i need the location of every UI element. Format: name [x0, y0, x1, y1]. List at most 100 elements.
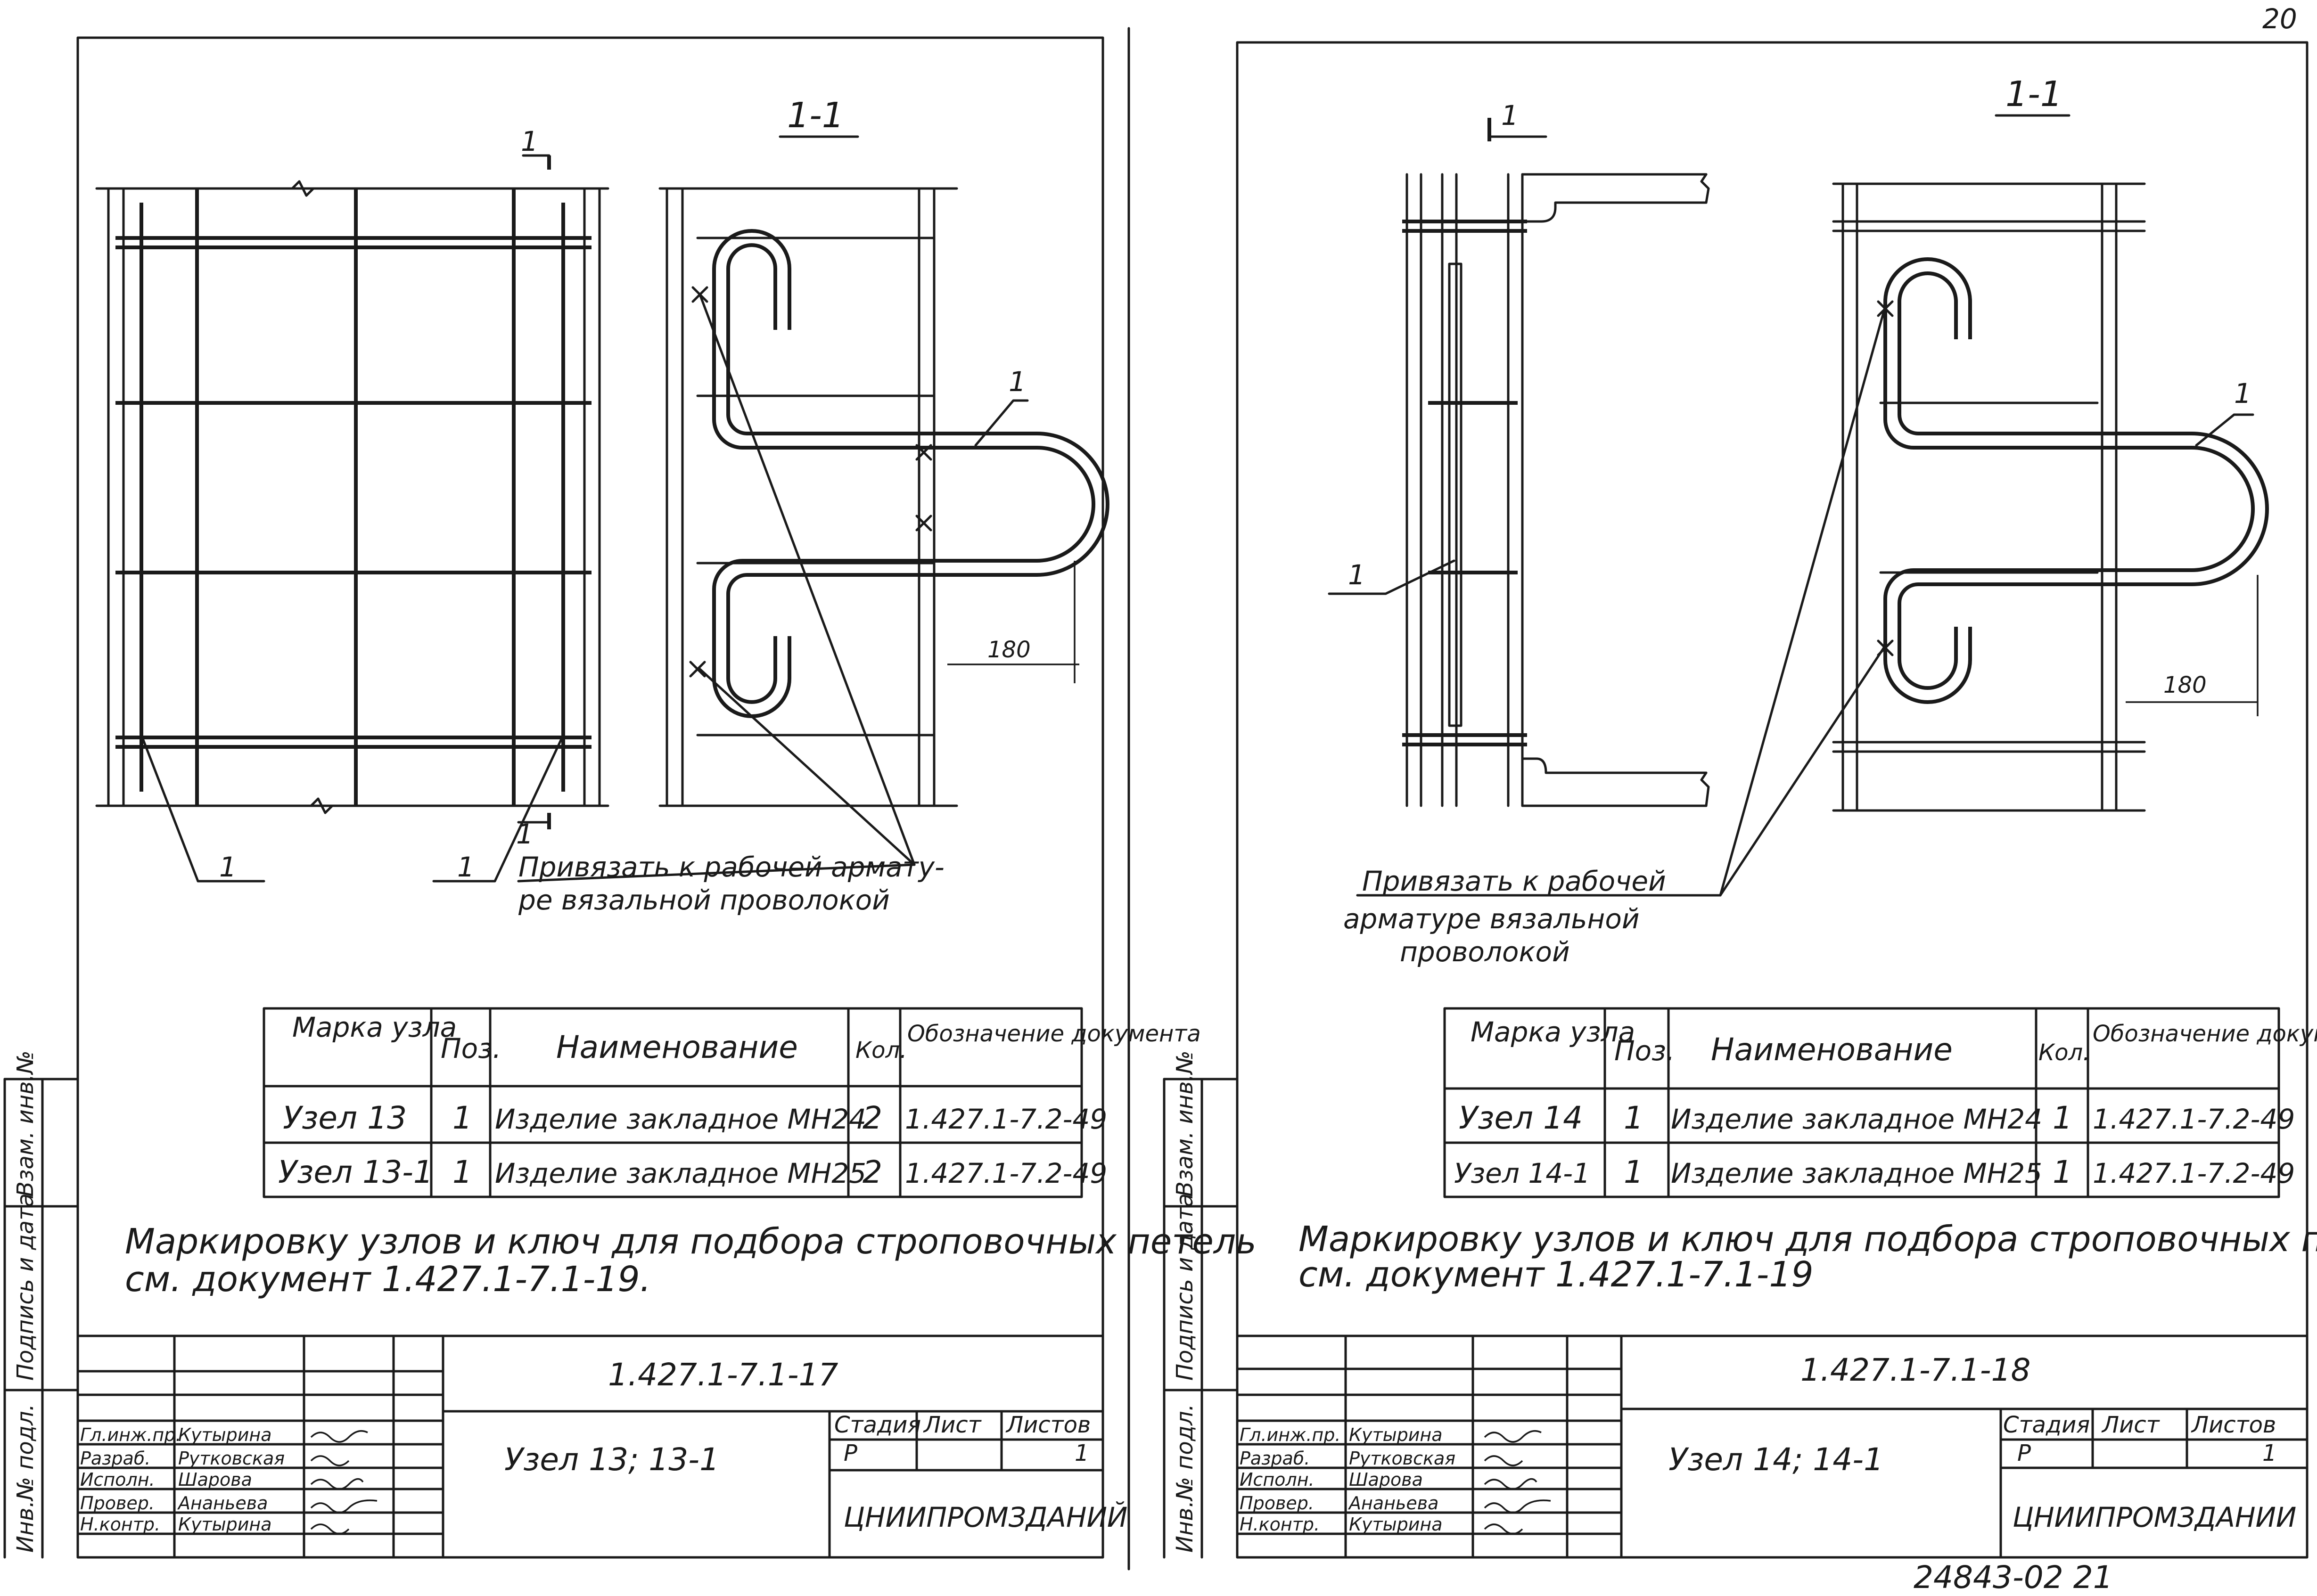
leader-number: 1 [457, 851, 475, 883]
row-name: Изделие закладное МН25 [495, 1157, 866, 1189]
side-label-inv: Инв.№ подл. [1172, 1404, 1198, 1553]
row-pos: 1 [1624, 1154, 1643, 1190]
row-pos: 1 [452, 1100, 472, 1136]
sheet-frame [76, 36, 1104, 1559]
th-name: Наименование [1711, 1031, 1953, 1068]
person-name: Кутырина [178, 1514, 272, 1535]
sheet-right: Взам. инв.№ Подпись и дата Инв.№ подл. 1 [1163, 41, 2317, 1559]
th-name: Наименование [556, 1029, 798, 1065]
organization: ЦНИИПРОМЗДАНИЙ [844, 1501, 1127, 1533]
elevation-view: 1 1 [1328, 99, 1710, 807]
row-name: Изделие закладное МН24 [1671, 1103, 2042, 1135]
th-mark: Марка узла [292, 1011, 457, 1043]
row-qty: 2 [863, 1154, 882, 1190]
row-doc: 1.427.1-7.2-49 [2093, 1103, 2295, 1135]
signature [310, 1499, 378, 1514]
person-name: Шарова [178, 1469, 252, 1490]
sheets-label: Листов [1005, 1412, 1091, 1438]
leader-number: 1 [1009, 366, 1026, 398]
sheet-title: Узел 14; 14-1 [1668, 1441, 1883, 1478]
row-mark: Узел 14 [1459, 1100, 1583, 1136]
dimension-180: 180 [2163, 672, 2207, 698]
plan-view: 1 1 1 1 [95, 125, 609, 883]
role: Исполн. [80, 1469, 155, 1490]
role: Провер. [80, 1493, 155, 1514]
sheet-left: Взам. инв.№ Подпись и дата Инв.№ подл. [3, 36, 1257, 1559]
stage-value: Р [844, 1440, 857, 1466]
sheets-value: 1 [2262, 1440, 2277, 1466]
side-label-replace: Взам. инв.№ [12, 1050, 39, 1197]
row-pos: 1 [452, 1154, 472, 1190]
spec-table: Марка узла Поз. Наименование Кол. Обозна… [1443, 1007, 2317, 1198]
side-label-sign: Подпись и дата [12, 1193, 39, 1381]
th-pos: Поз. [441, 1032, 501, 1064]
sheets-value: 1 [1075, 1440, 1089, 1466]
section-title: 1-1 [2005, 74, 2062, 115]
th-qty: Кол. [855, 1037, 907, 1064]
sheet-label: Лист [2101, 1412, 2161, 1438]
person-name: Кутырина [178, 1424, 272, 1445]
role: Н.контр. [80, 1514, 160, 1535]
title-block: 1.427.1-7.1-18 Узел 14; 14-1 Стадия Лист… [1236, 1334, 2309, 1559]
row-qty: 1 [2053, 1100, 2072, 1136]
signature [310, 1455, 350, 1466]
tie-note-line3: проволокой [1400, 936, 1570, 968]
tie-note-line1: Привязать к рабочей [1362, 865, 1666, 897]
row-qty: 2 [863, 1100, 882, 1136]
row-name: Изделие закладное МН24 [495, 1103, 866, 1135]
signature [310, 1523, 350, 1535]
th-qty: Кол. [2038, 1039, 2090, 1066]
section-mark-top: 1 [1501, 99, 1519, 131]
tie-note-line1: Привязать к рабочей армату- [518, 851, 945, 883]
title-block: 1.427.1-7.1-17 Узел 13; 13-1 Стадия Лист… [76, 1334, 1127, 1559]
archive-number: 24843-02 21 [1914, 1559, 2113, 1596]
page-corner-number: 20 [2262, 3, 2297, 35]
caption-line1: Маркировку узлов и ключ для подбора стро… [125, 1221, 1257, 1262]
leader-number: 1 [1348, 559, 1365, 591]
tie-note-line2: арматуре вязальной [1343, 903, 1640, 935]
row-doc: 1.427.1-7.2-49 [905, 1157, 1107, 1189]
row-mark: Узел 13-1 [278, 1154, 433, 1190]
section-mark-bottom: 1 [516, 818, 534, 850]
role: Разраб. [80, 1448, 150, 1469]
sheet-frame [1236, 41, 2309, 1559]
organization: ЦНИИПРОМЗДАНИИ [2013, 1501, 2296, 1533]
signature [310, 1478, 364, 1490]
stage-value: Р [2017, 1440, 2031, 1466]
person-name: Рутковская [178, 1448, 285, 1469]
sheet-title: Узел 13; 13-1 [504, 1441, 719, 1478]
side-label-inv: Инв.№ подл. [12, 1404, 39, 1553]
section-mark-top: 1 [521, 125, 538, 157]
sheet-label: Лист [923, 1412, 982, 1438]
section-view: 1-1 1 180 [517, 95, 1109, 916]
side-label-replace: Взам. инв.№ [1172, 1050, 1198, 1197]
side-label-sign: Подпись и дата [1172, 1193, 1198, 1381]
row-doc: 1.427.1-7.2-49 [905, 1103, 1107, 1135]
person-name: Рутковская [1349, 1448, 1455, 1469]
signature [1484, 1523, 1523, 1535]
th-mark: Марка узла [1471, 1016, 1635, 1048]
role: Провер. [1240, 1493, 1314, 1514]
row-mark: Узел 13 [283, 1100, 407, 1136]
role: Гл.инж.пр. [80, 1424, 181, 1445]
sheets-label: Листов [2191, 1412, 2276, 1438]
section-view: 1-1 1 180 [1343, 74, 2269, 968]
person-name: Шарова [1349, 1469, 1423, 1490]
section-title: 1-1 [787, 95, 844, 136]
signature [310, 1430, 368, 1443]
signature [1484, 1478, 1537, 1490]
signature [1484, 1430, 1542, 1443]
signature [1484, 1499, 1551, 1514]
leader-number: 1 [2234, 377, 2251, 409]
spec-table: Марка узла Поз. Наименование Кол. Обозна… [263, 1007, 1201, 1198]
th-doc: Обозначение документа [907, 1021, 1201, 1047]
stage-label: Стадия [834, 1412, 921, 1438]
person-name: Кутырина [1349, 1514, 1443, 1535]
row-mark: Узел 14-1 [1454, 1157, 1590, 1189]
caption-line2: см. документ 1.427.1-7.1-19. [125, 1259, 651, 1300]
doc-code: 1.427.1-7.1-17 [608, 1357, 838, 1393]
th-doc: Обозначение документа [2093, 1021, 2317, 1047]
leader-number: 1 [219, 851, 237, 883]
caption-line2: см. документ 1.427.1-7.1-19 [1298, 1254, 1814, 1295]
